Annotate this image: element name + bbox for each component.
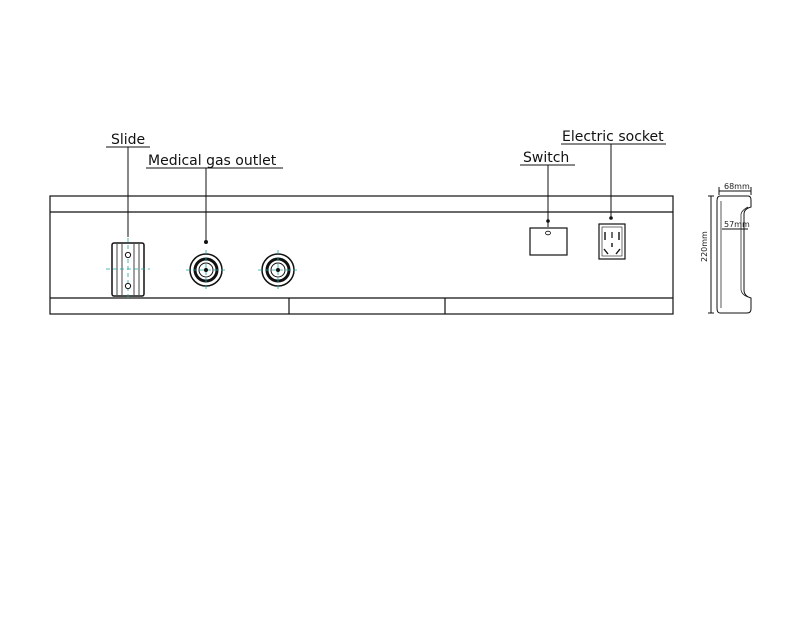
medical-gas-outlet-2: [258, 250, 298, 290]
label-slide: Slide: [111, 132, 145, 148]
switch-component: [529, 227, 568, 256]
dim-height: 220mm: [700, 231, 709, 262]
panel-front-view: [49, 195, 674, 315]
gas-leader-dot: [204, 240, 208, 244]
callout-leaders: [106, 143, 666, 242]
label-switch: Switch: [523, 150, 569, 166]
slide-component: [106, 238, 150, 300]
medical-gas-outlet-1: [186, 250, 226, 290]
label-medical-gas-outlet: Medical gas outlet: [148, 153, 277, 169]
dim-depth-inner: 57mm: [724, 220, 750, 229]
switch-leader-dot: [546, 219, 550, 223]
electric-socket-component: [598, 223, 626, 260]
label-electric-socket: Electric socket: [562, 129, 664, 145]
dim-depth-outer: 68mm: [724, 182, 750, 191]
panel-outline: [49, 195, 674, 315]
socket-leader-dot: [609, 216, 613, 220]
side-profile-section: [708, 187, 752, 314]
